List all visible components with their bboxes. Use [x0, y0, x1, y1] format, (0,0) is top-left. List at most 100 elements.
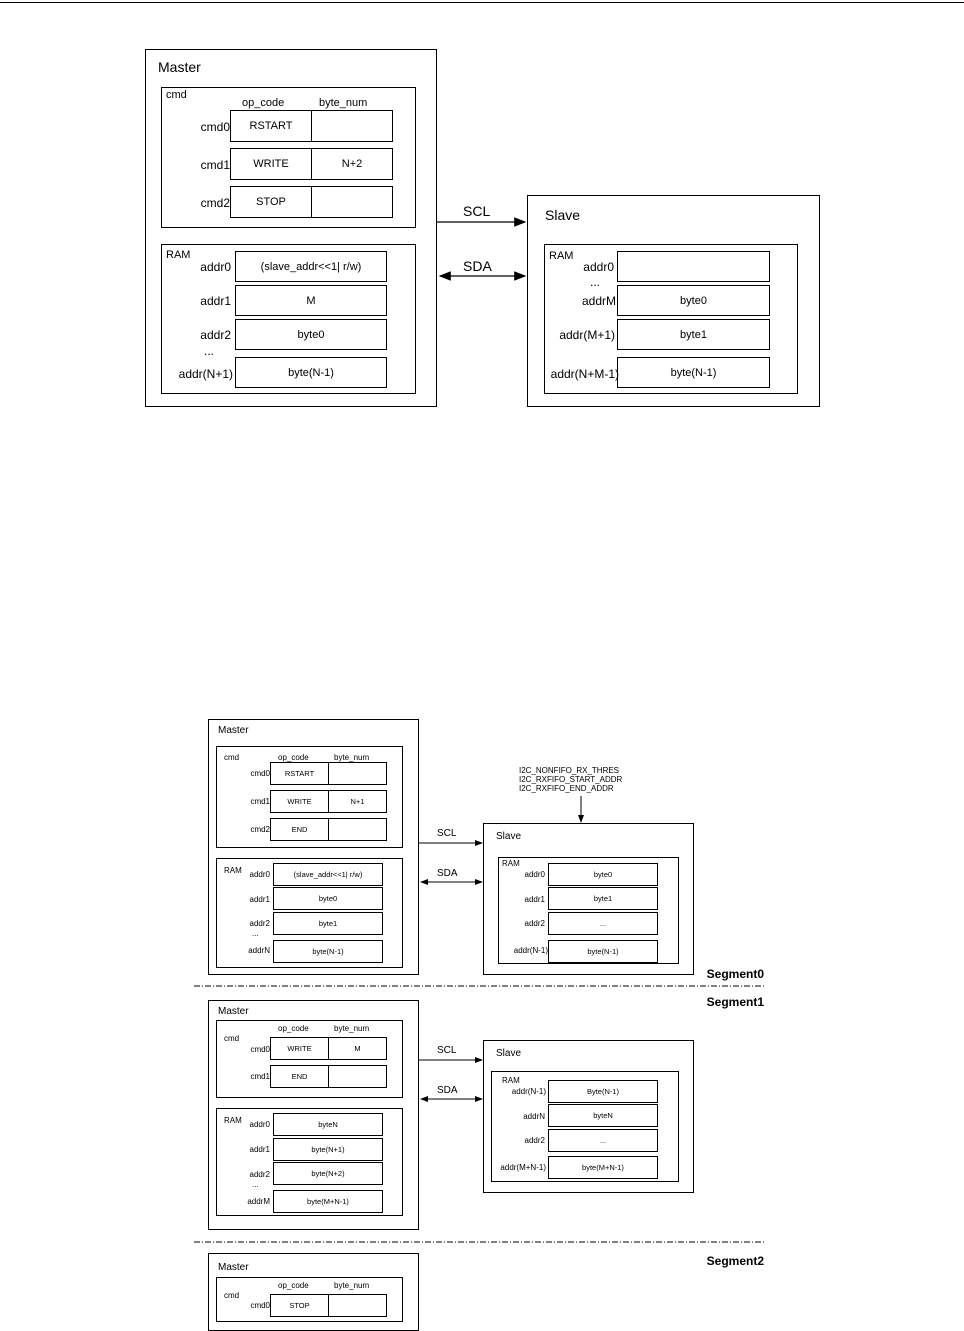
seg2-cmd-label: cmd — [224, 1291, 240, 1300]
seg1-mram-dots: ... — [252, 1180, 259, 1189]
seg0-slave-ram-box — [498, 857, 679, 964]
seg0-cmd0-name: cmd0 — [250, 769, 270, 778]
fig1-mram-addr0: addr0 — [200, 260, 231, 274]
fig1-cmd1-op: WRITE — [230, 148, 312, 180]
seg0-cmd-box — [216, 746, 403, 848]
fig1-col-bytenum: byte_num — [319, 97, 368, 109]
seg0-sram-addr1: addr1 — [524, 895, 545, 904]
seg1-sram-val1: byteN — [548, 1104, 658, 1127]
seg2-master-title: Master — [218, 1262, 249, 1273]
seg1-sram-val2: ... — [548, 1129, 658, 1152]
seg0-sram-val1: byte1 — [548, 887, 658, 910]
seg0-cmd2-num — [328, 818, 387, 841]
seg2-cmd0-name: cmd0 — [250, 1301, 270, 1310]
seg1-sram-addr2: addr2 — [524, 1136, 545, 1145]
fig1-sram-addr1: addrM — [581, 294, 616, 308]
seg0-cmd1-name: cmd1 — [250, 797, 270, 806]
seg0-mram-addr0: addr0 — [249, 870, 270, 879]
fig1-scl-label: SCL — [463, 203, 491, 219]
seg0-cmd-label: cmd — [224, 753, 240, 762]
seg1-master-title: Master — [218, 1006, 249, 1017]
seg1-mram-addr0: addr0 — [249, 1120, 270, 1129]
seg1-mram-label: RAM — [224, 1116, 242, 1125]
fig1-cmd2-name: cmd2 — [200, 196, 230, 210]
seg0-sda-label: SDA — [437, 868, 458, 879]
fig1-cmd0-op: RSTART — [230, 110, 312, 142]
seg1-col-opcode: op_code — [278, 1024, 309, 1033]
fig1-sram-val0 — [617, 251, 770, 282]
fig1-slave-title: Slave — [545, 207, 581, 223]
fig1-master-ram-label: RAM — [166, 249, 191, 261]
seg0-cmd2-name: cmd2 — [250, 825, 270, 834]
seg0-col-opcode: op_code — [278, 753, 309, 762]
seg1-mram-val3: byte(M+N-1) — [273, 1190, 383, 1213]
seg1-cmd1-op: END — [270, 1065, 329, 1088]
seg1-mram-val2: byte(N+2) — [273, 1162, 383, 1185]
fig1-sram-val1: byte0 — [617, 285, 770, 316]
seg0-mram-val1: byte0 — [273, 887, 383, 910]
seg2-col-opcode: op_code — [278, 1281, 309, 1290]
seg0-sram-addr0: addr0 — [524, 870, 545, 879]
seg0-master-title: Master — [218, 725, 249, 736]
fig1-cmd0-name: cmd0 — [200, 120, 230, 134]
seg2-cmd0-num — [328, 1294, 387, 1317]
fig1-mram-addr1: addr1 — [200, 294, 231, 308]
fig1-col-opcode: op_code — [242, 97, 285, 109]
seg1-cmd0-name: cmd0 — [250, 1045, 270, 1054]
seg1-cmd0-num: M — [328, 1037, 387, 1060]
fig1-mram-addr3: addr(N+1) — [178, 367, 233, 381]
seg2-cmd-box — [216, 1277, 403, 1322]
seg0-register-1: I2C_RXFIFO_START_ADDR — [519, 775, 623, 784]
seg0-cmd2-op: END — [270, 818, 329, 841]
fig1-sram-dots: ... — [590, 275, 601, 289]
seg1-sram-addr0: addr(N-1) — [511, 1087, 546, 1096]
seg0-mram-dots: ... — [252, 929, 259, 938]
seg1-cmd1-num — [328, 1065, 387, 1088]
fig1-mram-addr2: addr2 — [200, 328, 231, 342]
seg1-sram-val0: Byte(N-1) — [548, 1080, 658, 1103]
seg0-master-ram-box — [216, 858, 403, 968]
fig1-slave-ram-label: RAM — [549, 250, 574, 262]
fig1-mram-val0: (slave_addr<<1| r/w) — [235, 251, 387, 282]
seg0-slave-title: Slave — [496, 831, 522, 842]
segment1-label: Segment1 — [706, 995, 764, 1009]
seg1-cmd1-name: cmd1 — [250, 1072, 270, 1081]
seg0-mram-val0: (slave_addr<<1| r/w) — [273, 863, 383, 886]
fig1-sram-addr2: addr(M+1) — [559, 328, 615, 342]
fig1-mram-dots: ... — [204, 344, 215, 358]
seg0-sram-val3: byte(N-1) — [548, 940, 658, 963]
fig1-cmd1-num: N+2 — [311, 148, 393, 180]
fig1-master-title: Master — [158, 59, 201, 75]
seg1-sram-addr1: addrN — [523, 1112, 545, 1121]
segment2-label: Segment2 — [706, 1254, 764, 1268]
seg1-slave-title: Slave — [496, 1048, 522, 1059]
seg0-sram-val0: byte0 — [548, 863, 658, 886]
fig1-cmd0-num — [311, 110, 393, 142]
seg0-mram-label: RAM — [224, 866, 242, 875]
seg1-mram-addr3: addrM — [247, 1197, 270, 1206]
fig1-mram-val3: byte(N-1) — [235, 357, 387, 388]
fig1-cmd2-op: STOP — [230, 186, 312, 218]
seg0-register-2: I2C_RXFIFO_END_ADDR — [519, 784, 614, 793]
fig1-sram-val2: byte1 — [617, 319, 770, 350]
seg1-sram-val3: byte(M+N-1) — [548, 1156, 658, 1179]
seg0-cmd0-num — [328, 762, 387, 785]
seg0-mram-val2: byte1 — [273, 912, 383, 935]
fig1-mram-val1: M — [235, 285, 387, 316]
seg1-scl-label: SCL — [437, 1045, 457, 1056]
seg0-sram-val2: ... — [548, 912, 658, 935]
seg1-sram-label: RAM — [502, 1076, 520, 1085]
seg2-cmd0-op: STOP — [270, 1294, 329, 1317]
seg1-mram-val0: byteN — [273, 1113, 383, 1136]
fig1-sram-val3: byte(N-1) — [617, 357, 770, 388]
seg0-col-bytenum: byte_num — [334, 753, 370, 762]
seg0-sram-addr2: addr2 — [524, 919, 545, 928]
seg0-mram-addr2: addr2 — [249, 919, 270, 928]
seg1-sram-addr3: addr(M+N-1) — [500, 1163, 546, 1172]
seg0-register-0: I2C_NONFIFO_RX_THRES — [519, 766, 620, 775]
seg0-mram-addr1: addr1 — [249, 895, 270, 904]
seg1-mram-addr2: addr2 — [249, 1170, 270, 1179]
seg1-sda-label: SDA — [437, 1085, 458, 1096]
seg1-col-bytenum: byte_num — [334, 1024, 370, 1033]
seg2-col-bytenum: byte_num — [334, 1281, 370, 1290]
